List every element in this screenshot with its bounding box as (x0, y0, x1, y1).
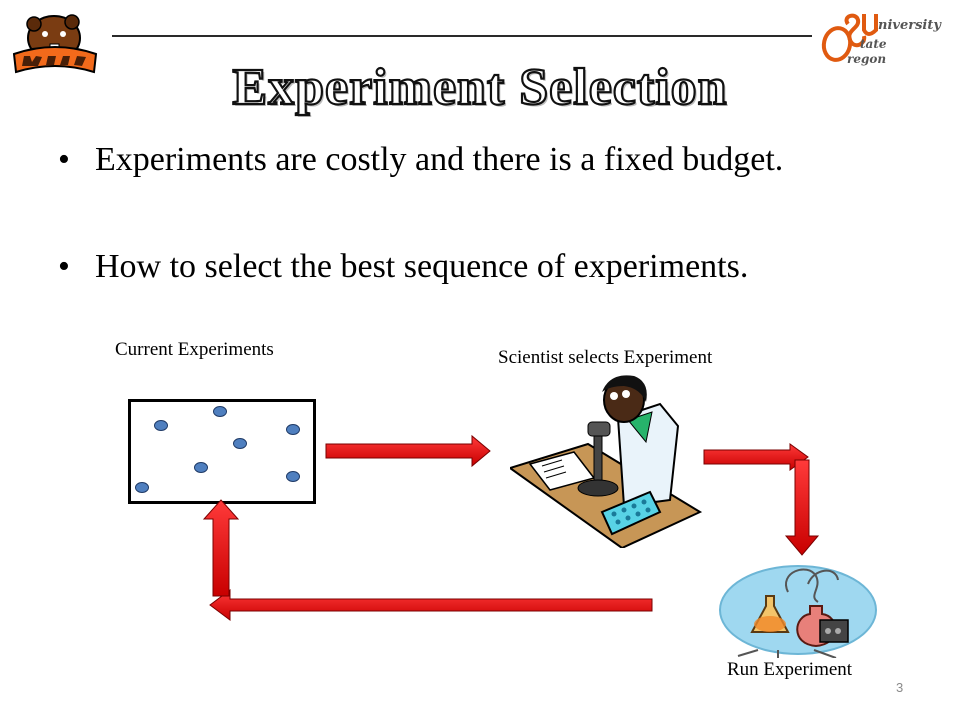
beavers-logo (8, 10, 102, 78)
current-experiments-label: Current Experiments (115, 339, 274, 360)
experiment-point (233, 438, 247, 449)
svg-text:niversity: niversity (878, 18, 942, 33)
osu-logo: niversity tate regon (820, 8, 950, 68)
bullet-text: How to select the best sequence of exper… (95, 248, 749, 285)
svg-text:regon: regon (847, 52, 886, 66)
experiment-point (194, 462, 208, 473)
bullet-glyph: • (58, 248, 70, 285)
arrow-right-icon (325, 434, 491, 468)
arrow-left-icon (209, 589, 653, 621)
experiment-point (286, 471, 300, 482)
experiment-point (286, 424, 300, 435)
scientist-label: Scientist selects Experiment (498, 347, 713, 368)
arrow-down-icon (784, 459, 820, 556)
bullet-text: Experiments are costly and there is a fi… (95, 141, 784, 178)
header-rule (112, 35, 812, 37)
slide-title: Experiment Selection (231, 58, 728, 117)
arrow-up-icon (202, 499, 240, 597)
arrow-right-icon (703, 443, 809, 471)
bullet-glyph: • (58, 141, 70, 178)
run-experiment-label: Run Experiment (727, 659, 853, 680)
experiment-point (154, 420, 168, 431)
experiment-point (213, 406, 227, 417)
page-number: 3 (896, 680, 904, 695)
svg-text:tate: tate (860, 37, 887, 51)
lab-flasks-clipart (718, 562, 878, 659)
experiment-point (135, 482, 149, 493)
scientist-clipart (507, 372, 703, 550)
